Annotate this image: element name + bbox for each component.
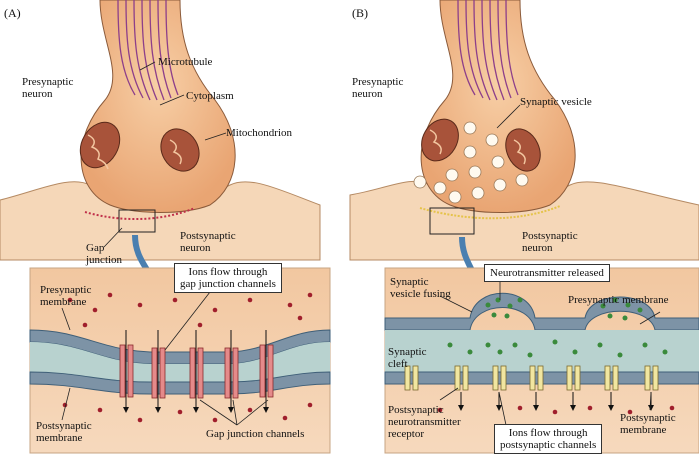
synaptic-vesicles-b	[413, 121, 529, 204]
active-zone-b	[419, 205, 561, 220]
label-presynaptic-membrane-b: Presynaptic membrane	[568, 294, 669, 306]
label-postsynaptic-neuron-b: Postsynaptic neuron	[522, 230, 578, 254]
ions-flow-gap-junction-box: Ions flow through gap junction channels	[174, 263, 282, 293]
panel-a-tag: (A)	[4, 6, 21, 20]
neurotransmitter-released-box: Neurotransmitter released	[484, 264, 610, 282]
synapse-zoom-box	[429, 207, 475, 235]
label-presynaptic-membrane-a: Presynaptic membrane	[40, 284, 92, 308]
label-synaptic-cleft: Synaptic cleft	[388, 346, 427, 370]
ions-flow-postsynaptic-box: Ions flow through postsynaptic channels	[494, 424, 603, 454]
label-postsynaptic-membrane-a: Postsynaptic membrane	[36, 420, 92, 444]
label-presynaptic-neuron-b: Presynaptic neuron	[352, 76, 404, 100]
label-postsynaptic-receptor: Postsynaptic neurotransmitter receptor	[388, 404, 461, 440]
label-microtubule: Microtubule	[158, 56, 213, 68]
panel-a-cell	[0, 0, 321, 282]
neurotransmitter-dots-b	[447, 297, 668, 358]
postsynaptic-receptors-b	[404, 365, 659, 391]
label-gap-junction-channels: Gap junction channels	[206, 428, 305, 440]
mitochondrion-b-left	[421, 118, 459, 162]
label-postsynaptic-neuron-a: Postsynaptic neuron	[180, 230, 236, 254]
gap-junction-zoom-box	[118, 209, 156, 233]
label-mitochondrion: Mitochondrion	[226, 127, 292, 139]
label-synaptic-vesicle: Synaptic vesicle	[520, 96, 592, 108]
mitochondrion-b-right	[505, 128, 541, 172]
label-gap-junction: Gap junction	[86, 242, 123, 266]
microtubules-a	[117, 0, 179, 101]
label-presynaptic-neuron-a: Presynaptic neuron	[22, 76, 74, 100]
gap-junction-channels-a	[119, 344, 274, 399]
label-synaptic-vesicle-fusing: Synaptic vesicle fusing	[390, 276, 451, 300]
label-cytoplasm: Cytoplasm	[186, 90, 234, 102]
mitochondrion-a-right	[160, 128, 200, 172]
ion-dots-b	[437, 405, 675, 415]
panel-b-detail	[384, 267, 699, 454]
panel-b-tag: (B)	[352, 6, 368, 20]
microtubules-b	[457, 0, 519, 101]
mitochondrion-a-left	[79, 121, 121, 170]
label-postsynaptic-membrane-b: Postsynaptic membrane	[620, 412, 676, 436]
ion-dots-a	[62, 292, 313, 423]
panel-a-detail	[29, 267, 331, 454]
gap-junction-marks-a	[84, 207, 196, 221]
panel-b-cell	[349, 0, 699, 282]
